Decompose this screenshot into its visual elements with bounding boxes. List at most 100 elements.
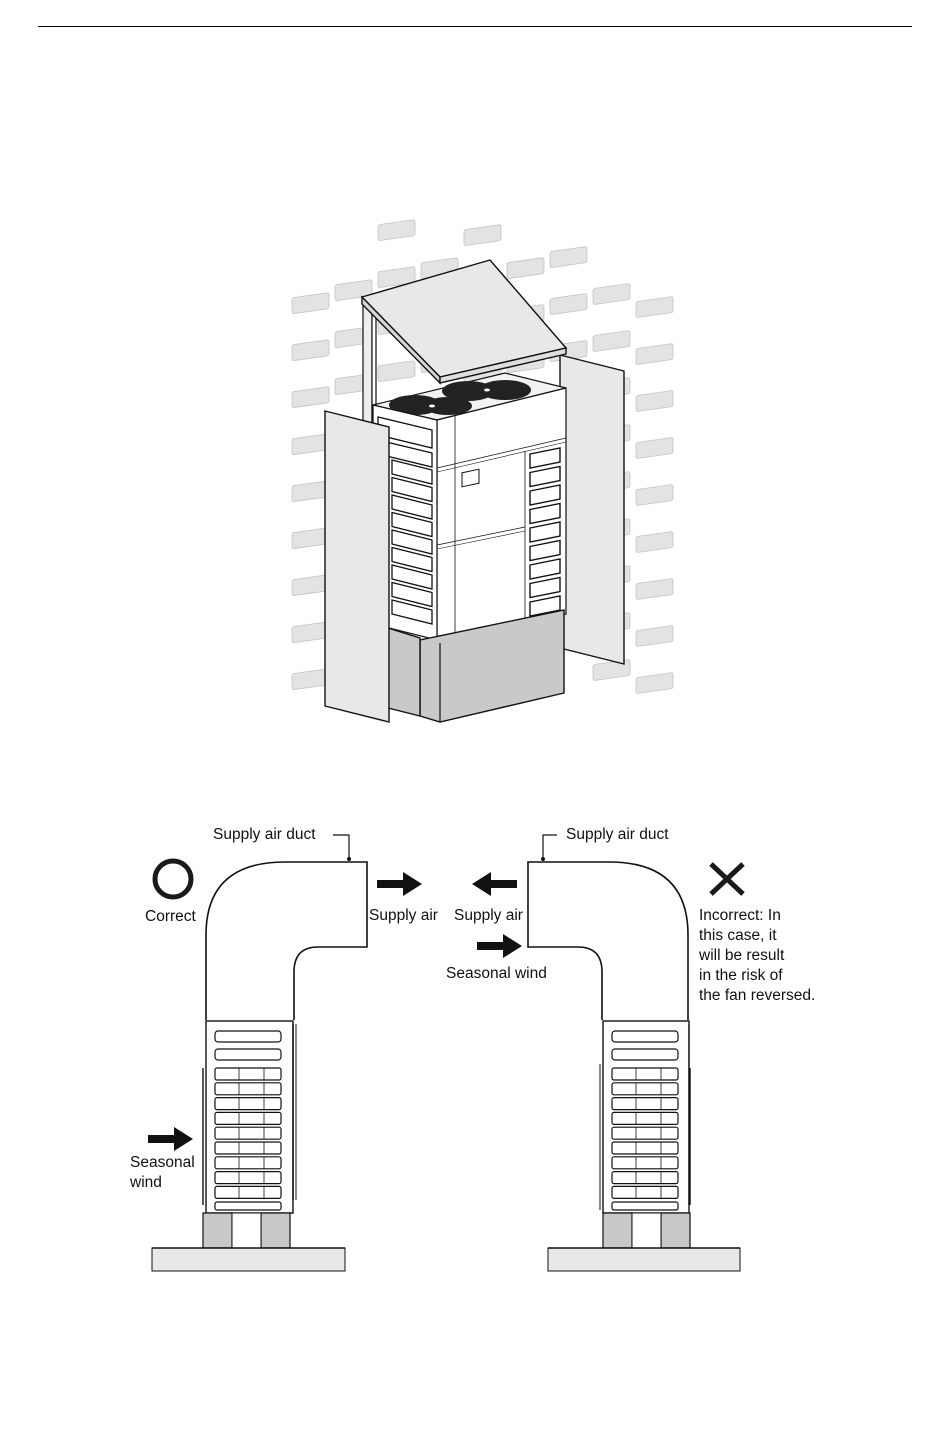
brick bbox=[549, 246, 588, 268]
louver bbox=[529, 521, 561, 543]
incorrect-cross-icon bbox=[709, 862, 745, 896]
brick bbox=[635, 437, 674, 459]
louver bbox=[529, 484, 561, 506]
incorrect-note-line: the fan reversed. bbox=[699, 987, 816, 1004]
grille-row bbox=[214, 1141, 282, 1155]
louver bbox=[529, 539, 561, 562]
right-duct-leader bbox=[542, 834, 557, 859]
brick bbox=[592, 283, 631, 305]
brick bbox=[291, 386, 330, 408]
brick bbox=[635, 672, 674, 694]
grille-row bbox=[214, 1126, 282, 1140]
canopy-unit-illustration bbox=[291, 219, 674, 723]
incorrect-note-line: in the risk of bbox=[699, 967, 783, 984]
right-duct bbox=[527, 861, 689, 1020]
grille-row bbox=[611, 1067, 679, 1081]
right-supply-air-label: Supply air bbox=[454, 907, 523, 924]
brick bbox=[549, 293, 588, 315]
brick bbox=[635, 343, 674, 365]
grille-row bbox=[611, 1185, 679, 1200]
unit-base-side bbox=[387, 627, 421, 717]
grille-row bbox=[214, 1082, 282, 1096]
side-louver bbox=[391, 511, 433, 538]
left-foot-b bbox=[260, 1212, 291, 1249]
brick bbox=[377, 360, 416, 382]
canopy-roof bbox=[360, 259, 568, 385]
left-wind-label-2: wind bbox=[130, 1174, 162, 1191]
brick bbox=[635, 296, 674, 318]
brick bbox=[377, 266, 416, 288]
brick bbox=[291, 433, 330, 455]
grille-row bbox=[611, 1096, 679, 1111]
grille-row bbox=[611, 1111, 679, 1126]
brick bbox=[592, 330, 631, 352]
brick bbox=[463, 224, 502, 246]
seasonal-wind-arrow-right bbox=[477, 934, 522, 958]
side-louver bbox=[391, 476, 433, 503]
brick bbox=[592, 659, 631, 681]
left-outdoor-unit bbox=[202, 1020, 297, 1214]
grille-row bbox=[611, 1082, 679, 1096]
louver bbox=[529, 465, 561, 488]
correct-circle-icon bbox=[152, 858, 194, 900]
side-louver bbox=[391, 494, 433, 520]
fan-grille-right bbox=[442, 380, 531, 401]
right-baffle bbox=[559, 354, 625, 665]
right-duct-label: Supply air duct bbox=[566, 826, 669, 843]
control-panel-window bbox=[461, 468, 480, 488]
right-outdoor-unit bbox=[599, 1020, 691, 1214]
grille-row bbox=[214, 1185, 282, 1200]
grille-row bbox=[611, 1170, 679, 1185]
brick bbox=[291, 621, 330, 643]
grille-row bbox=[611, 1156, 679, 1170]
left-duct-label: Supply air duct bbox=[213, 826, 316, 843]
fan-grille-left bbox=[389, 395, 472, 415]
brick bbox=[291, 527, 330, 549]
correct-label: Correct bbox=[145, 908, 196, 925]
slat bbox=[611, 1048, 679, 1061]
slat bbox=[611, 1030, 679, 1043]
louver bbox=[529, 595, 561, 617]
right-wind-label: Seasonal wind bbox=[446, 965, 547, 982]
side-louver bbox=[391, 459, 433, 485]
right-foot-a bbox=[602, 1212, 633, 1249]
grille-row bbox=[214, 1156, 282, 1170]
brick bbox=[291, 339, 330, 361]
louver bbox=[529, 447, 561, 469]
front-louvers bbox=[529, 447, 561, 617]
left-duct bbox=[205, 861, 368, 1020]
brick bbox=[377, 219, 416, 241]
grille-row bbox=[214, 1096, 282, 1111]
left-ground bbox=[151, 1247, 346, 1272]
incorrect-note-line: will be result bbox=[699, 947, 785, 964]
brick bbox=[506, 257, 545, 279]
grille-row bbox=[214, 1067, 282, 1081]
left-supply-air-label: Supply air bbox=[369, 907, 438, 924]
slat bbox=[214, 1048, 282, 1061]
side-louver bbox=[391, 529, 433, 555]
incorrect-note-line: Incorrect: In bbox=[699, 907, 781, 924]
left-baffle bbox=[324, 410, 390, 723]
brick bbox=[635, 578, 674, 600]
right-ground bbox=[547, 1247, 741, 1272]
incorrect-note-line: this case, it bbox=[699, 927, 777, 944]
left-foot-a bbox=[202, 1212, 233, 1249]
grille-row bbox=[214, 1111, 282, 1126]
seasonal-wind-arrow-left bbox=[148, 1127, 193, 1151]
louver bbox=[529, 576, 561, 599]
grille-row bbox=[214, 1170, 282, 1185]
brick bbox=[635, 390, 674, 412]
brick bbox=[291, 292, 330, 314]
side-louver bbox=[391, 564, 433, 590]
brick bbox=[635, 531, 674, 553]
right-foot-b bbox=[660, 1212, 691, 1249]
left-wind-label-1: Seasonal bbox=[130, 1154, 195, 1171]
supply-air-arrow-left bbox=[377, 872, 422, 896]
grille-row bbox=[611, 1126, 679, 1140]
brick bbox=[291, 574, 330, 596]
grille-row bbox=[611, 1141, 679, 1155]
supply-air-arrow-right bbox=[472, 872, 517, 896]
left-duct-leader bbox=[333, 834, 350, 859]
slat bbox=[214, 1030, 282, 1043]
louver bbox=[529, 558, 561, 580]
